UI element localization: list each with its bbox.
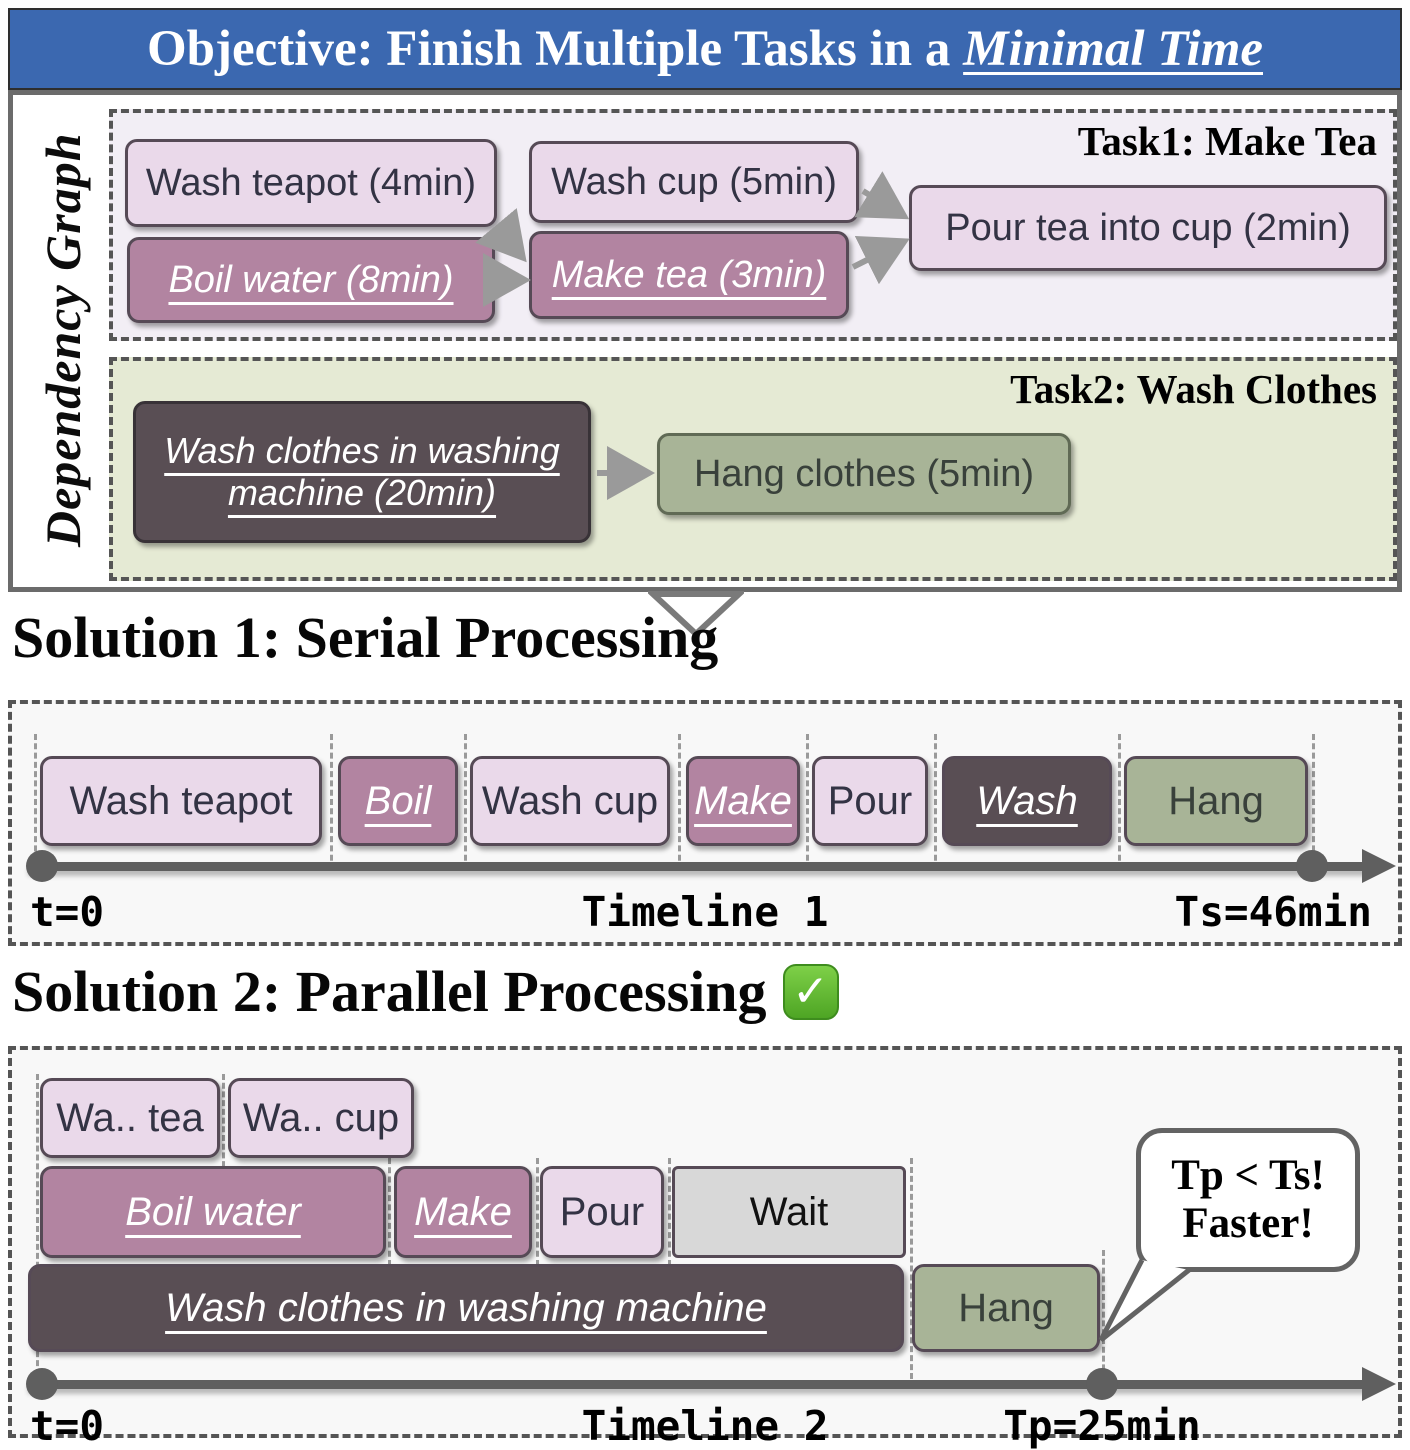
dependency-graph-side-label: Dependency Graph [35, 132, 91, 548]
timeline1-bar-wash-teapot: Wash teapot [40, 756, 322, 846]
node-wash-teapot: Wash teapot (4min) [125, 139, 497, 227]
timeline1-bar-make-label: Make [694, 778, 792, 823]
arrow-cup-to-pour [854, 171, 910, 220]
timeline2-label: Timeline 2 [581, 1402, 829, 1450]
timeline1-label: Timeline 1 [581, 888, 829, 936]
timeline2-bar-wash-machine-label: Wash clothes in washing machine [165, 1285, 767, 1330]
timeline1-bar-boil: Boil [338, 756, 458, 846]
timeline1-end-label: Ts=46min [1174, 888, 1372, 936]
solution2-heading: Solution 2: Parallel Processing ✓ [12, 958, 839, 1025]
timeline1-t0-label: t=0 [30, 888, 105, 936]
node-make-tea-label: Make tea (3min) [551, 253, 827, 296]
speech-bubble-tail [1098, 1258, 1191, 1342]
gridline [1102, 1250, 1105, 1388]
timeline1-bar-pour: Pour [812, 756, 928, 846]
timeline2-bar-boil-water-label: Boil water [125, 1189, 301, 1234]
timeline1-bar-wash: Wash [942, 756, 1112, 846]
timeline1-bar-boil-label: Boil [364, 778, 432, 823]
timeline1-bar-wash-cup: Wash cup [470, 756, 670, 846]
timeline1-box: Wash teapot Boil Wash cup Make Pour Wash… [8, 700, 1402, 946]
check-icon: ✓ [782, 963, 839, 1020]
timeline2-end-label: Tp=25min [1003, 1402, 1201, 1450]
gridline [34, 734, 37, 870]
timeline2-box: Wa.. tea Wa.. cup Boil water Make Pour W… [8, 1046, 1402, 1450]
timeline2-axis-arrowhead [1362, 1367, 1396, 1401]
speech-bubble-line1: Tp < Ts! [1171, 1151, 1325, 1199]
timeline2-bar-make-label: Make [414, 1189, 512, 1234]
timeline1-axis [28, 862, 1366, 871]
objective-title-emphasis: Minimal Time [963, 21, 1263, 77]
timeline2-bar-boil-water: Boil water [40, 1166, 386, 1258]
task1-panel: Task1: Make Tea Wash teapot (4min) Wash … [109, 109, 1397, 341]
gridline [388, 1158, 391, 1266]
gridline [668, 1158, 671, 1266]
gridline [464, 734, 467, 870]
timeline1-bar-make: Make [686, 756, 800, 846]
gridline [1312, 734, 1315, 870]
node-hang-clothes: Hang clothes (5min) [657, 433, 1071, 515]
timeline2-end-dot [1086, 1368, 1118, 1400]
timeline2-bar-wash-machine: Wash clothes in washing machine [28, 1264, 904, 1352]
node-boil-water: Boil water (8min) [127, 237, 495, 323]
dependency-graph-box: Dependency Graph Task1: Make Tea Wash te… [8, 90, 1402, 592]
gridline [678, 734, 681, 870]
timeline1-bar-wash-label: Wash [976, 778, 1078, 823]
speech-bubble-line2: Faster! [1182, 1200, 1314, 1247]
gridline [1118, 734, 1121, 870]
gridline [36, 1074, 39, 1384]
objective-title-text: Objective: Finish Multiple Tasks in a [147, 21, 964, 77]
timeline2-bar-make: Make [394, 1166, 532, 1258]
timeline1-start-dot [26, 850, 58, 882]
gridline [910, 1158, 913, 1388]
gridline [330, 734, 333, 870]
gridline [934, 734, 937, 870]
timeline2-t0-label: t=0 [30, 1402, 105, 1450]
solution2-heading-text: Solution 2: Parallel Processing [12, 959, 767, 1024]
node-make-tea: Make tea (3min) [529, 231, 849, 319]
timeline2-bar-wait: Wait [672, 1166, 906, 1258]
timeline1-bar-hang: Hang [1124, 756, 1308, 846]
gridline [222, 1074, 225, 1202]
node-wash-machine-line1: Wash clothes in washing [164, 430, 560, 471]
node-pour-tea: Pour tea into cup (2min) [909, 185, 1387, 271]
timeline1-axis-arrowhead [1362, 849, 1396, 883]
timeline2-bar-pour: Pour [540, 1166, 664, 1258]
node-wash-machine: Wash clothes in washing machine (20min) [133, 401, 591, 543]
arrow-make-to-pour [851, 235, 910, 285]
gridline [806, 734, 809, 870]
solution1-heading-text: Solution 1: Serial Processing [12, 605, 719, 670]
solution1-heading: Solution 1: Serial Processing [12, 604, 718, 671]
timeline2-bar-hang: Hang [912, 1264, 1100, 1352]
timeline2-bar-wash-teapot: Wa.. tea [40, 1078, 220, 1158]
timeline1-end-dot [1296, 850, 1328, 882]
node-wash-cup: Wash cup (5min) [529, 141, 859, 223]
gridline [536, 1158, 539, 1266]
timeline2-bar-wash-cup: Wa.. cup [228, 1078, 414, 1158]
arrow-teapot-to-make [475, 208, 527, 263]
speech-bubble: Tp < Ts! Faster! [1136, 1128, 1360, 1272]
objective-title-bar: Objective: Finish Multiple Tasks in a Mi… [8, 8, 1402, 90]
node-wash-machine-line2: machine (20min) [227, 472, 497, 513]
task1-label: Task1: Make Tea [1077, 118, 1377, 164]
timeline2-start-dot [26, 1368, 58, 1400]
node-boil-water-label: Boil water (8min) [168, 258, 454, 301]
task2-label: Task2: Wash Clothes [1010, 366, 1377, 412]
down-chevron-icon [648, 591, 744, 638]
task2-panel: Task2: Wash Clothes Wash clothes in wash… [109, 357, 1397, 581]
timeline2-axis [28, 1380, 1366, 1389]
